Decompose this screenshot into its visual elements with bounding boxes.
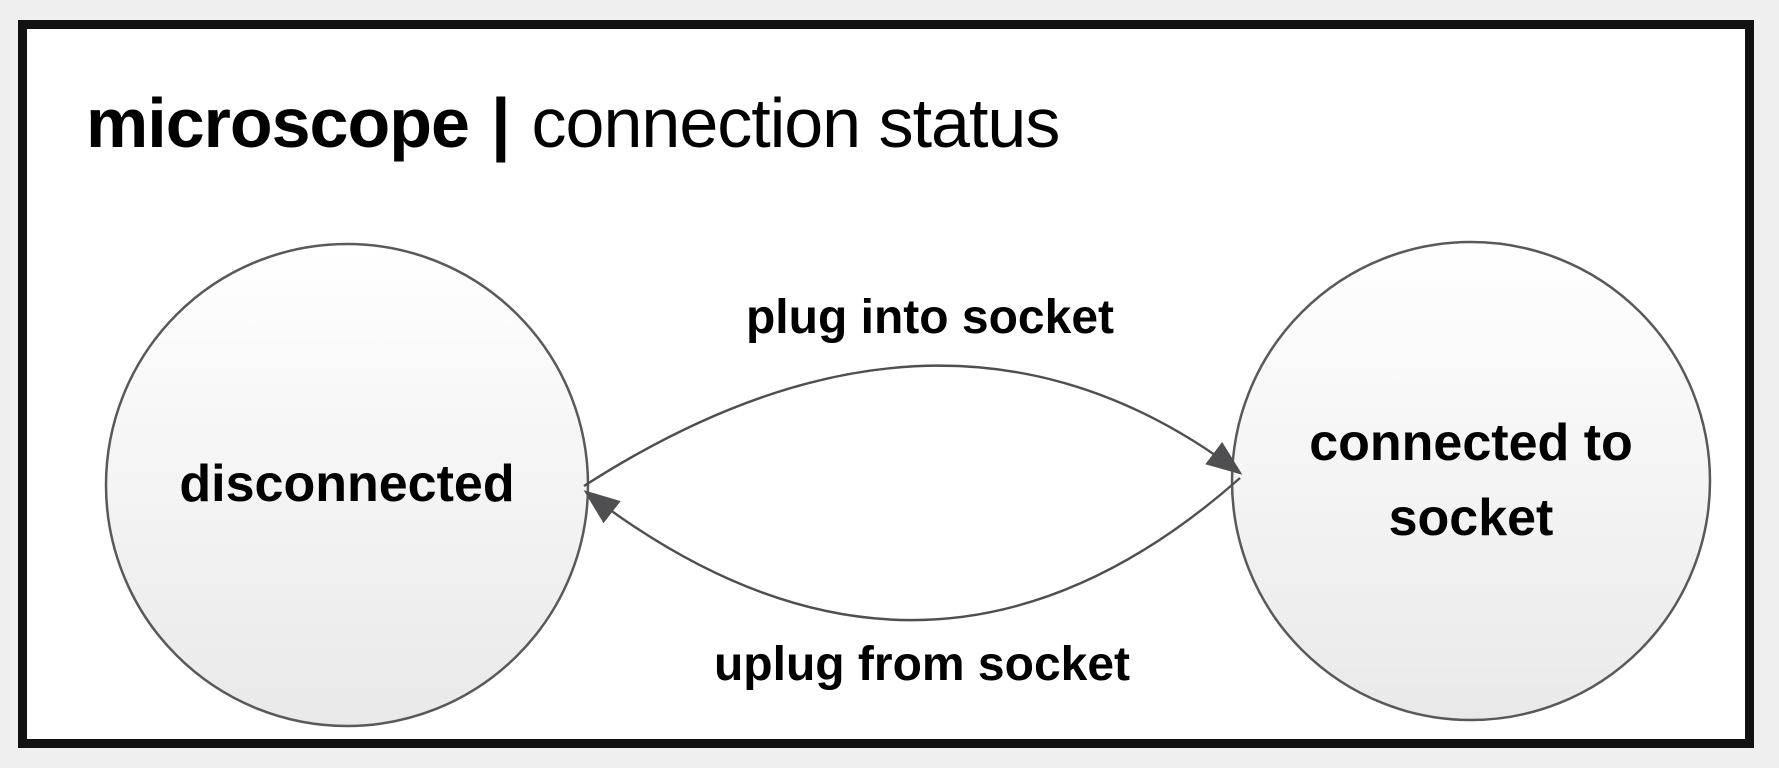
state-label-disconnected: disconnected [179,455,515,514]
diagram-frame [18,20,1754,748]
title-secondary: connection status [531,83,1061,162]
title-separator: | [490,83,511,162]
title-primary: microscope [86,83,470,162]
transition-arrow-plug-into-socket [583,364,1243,488]
state-label-connected-to-socket: connected to socket [1309,413,1633,547]
diagram-title: microscope | connection status [86,75,1061,170]
transition-arrow-unplug-from-socket [583,477,1241,622]
state-node-connected-to-socket [1230,240,1712,722]
transition-label-plug-into-socket: plug into socket [745,290,1114,344]
state-node-disconnected [104,242,590,728]
transition-label-unplug-from-socket: uplug from socket [713,637,1131,691]
